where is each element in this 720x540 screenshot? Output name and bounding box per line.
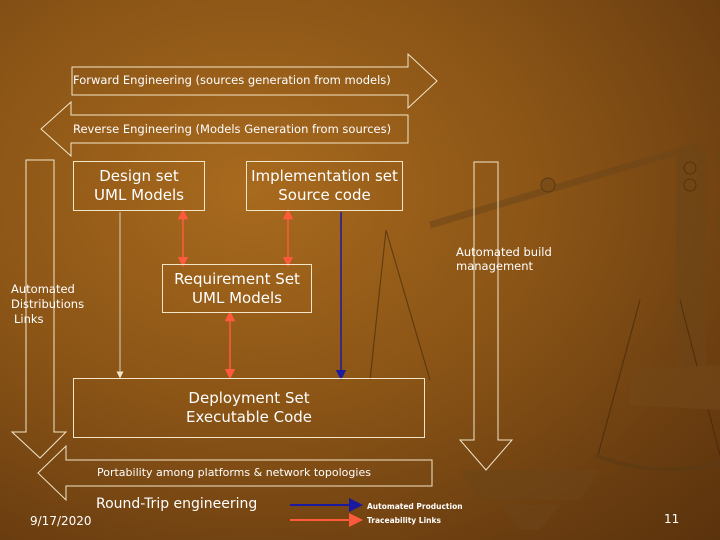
legend-traceability-label: Traceability Links [367, 516, 441, 525]
implementation-set-line2: Source code [278, 186, 371, 204]
right-down-arrow-shape [458, 161, 514, 471]
design-set-line2: UML Models [94, 186, 184, 204]
deployment-set-line1: Deployment Set [188, 389, 310, 408]
portability-label: Portability among platforms & network to… [97, 466, 371, 479]
balance-scale-icon [369, 141, 720, 530]
implementation-set-line1: Implementation set [251, 167, 398, 186]
deployment-set-line2: Executable Code [185, 408, 313, 426]
requirement-set-line1: Requirement Set [174, 269, 300, 288]
automated-build-label: Automated build management [456, 245, 552, 274]
portability-arrow-shape [37, 444, 433, 502]
automated-distributions-label: Automated Distributions Links [11, 282, 85, 326]
left-down-arrow-shape [10, 159, 68, 459]
implementation-set-box: Implementation set Source code [246, 161, 403, 211]
reverse-engineering-label: Reverse Engineering (Models Generation f… [73, 122, 392, 136]
forward-arrow-shape [71, 52, 438, 110]
round-trip-label: Round-Trip engineering [96, 496, 258, 512]
footer-date: 9/17/2020 [30, 514, 92, 528]
deployment-set-box: Deployment Set Executable Code [73, 378, 425, 438]
design-set-box: Design set UML Models [73, 161, 205, 211]
requirement-set-line2: UML Models [192, 288, 282, 307]
forward-engineering-label: Forward Engineering (sources generation … [73, 73, 391, 87]
reverse-arrow-shape [40, 100, 409, 158]
design-set-line1: Design set [99, 167, 179, 186]
page-number: 11 [664, 512, 680, 526]
legend-automated-label: Automated Production [367, 502, 463, 511]
requirement-set-box: Requirement Set UML Models [162, 264, 312, 313]
